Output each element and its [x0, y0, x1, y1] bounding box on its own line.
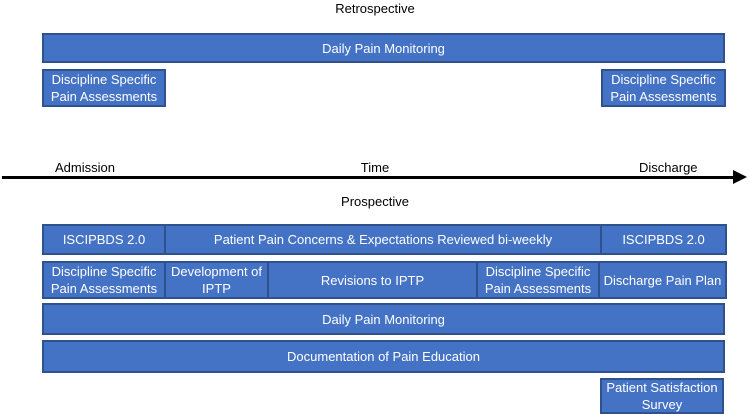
pro-patient-satisfaction-survey-box: Patient Satisfaction Survey [600, 378, 724, 414]
prospective-row-1: ISCIPBDS 2.0 Patient Pain Concerns & Exp… [42, 224, 727, 255]
prospective-section-label: Prospective [341, 194, 409, 209]
pro-revisions-iptp-box: Revisions to IPTP [267, 261, 478, 299]
pro-documentation-pain-education-bar: Documentation of Pain Education [42, 340, 725, 373]
timeline-discharge-label: Discharge [639, 160, 698, 175]
pro-development-iptp-box: Development of IPTP [164, 261, 269, 299]
pro-discharge-pain-plan-box: Discharge Pain Plan [598, 261, 727, 299]
retro-discipline-assessments-discharge-box: Discipline Specific Pain Assessments [601, 69, 726, 107]
pro-iscipbds-admission-box: ISCIPBDS 2.0 [42, 224, 166, 255]
timeline-arrowhead-icon [733, 170, 747, 184]
retro-discipline-assessments-admission-box: Discipline Specific Pain Assessments [42, 69, 166, 107]
retrospective-section-label: Retrospective [335, 1, 415, 16]
pro-iscipbds-discharge-box: ISCIPBDS 2.0 [600, 224, 727, 255]
pro-discipline-assessments-discharge-box: Discipline Specific Pain Assessments [476, 261, 600, 299]
prospective-row-2: Discipline Specific Pain Assessments Dev… [42, 261, 727, 299]
timeline-axis-line [2, 176, 736, 179]
retro-daily-pain-monitoring-bar: Daily Pain Monitoring [42, 33, 725, 63]
timeline-admission-label: Admission [55, 160, 115, 175]
pro-daily-pain-monitoring-bar: Daily Pain Monitoring [42, 303, 725, 335]
timeline-time-label: Time [360, 160, 390, 175]
pro-pain-concerns-box: Patient Pain Concerns & Expectations Rev… [164, 224, 602, 255]
pro-discipline-assessments-admission-box: Discipline Specific Pain Assessments [42, 261, 166, 299]
